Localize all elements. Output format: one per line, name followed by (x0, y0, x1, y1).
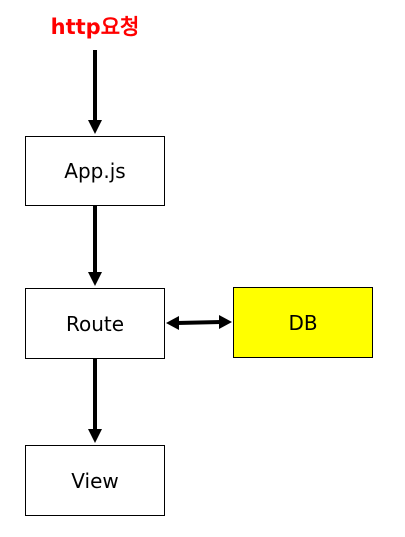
http-request-label: http요청 (50, 15, 140, 39)
arrow-head (88, 120, 102, 134)
route-box: Route (25, 288, 165, 359)
app-js-label: App.js (64, 159, 126, 183)
db-box: DB (233, 287, 373, 358)
app-js-box: App.js (25, 136, 165, 206)
arrow-request-to-app (88, 50, 102, 134)
db-label: DB (288, 310, 318, 335)
arrow-head (88, 429, 102, 443)
arrow-head-right (219, 315, 232, 329)
arrow-app-to-route (88, 206, 102, 286)
arrow-head (88, 272, 102, 286)
arrow-route-to-view (88, 359, 102, 443)
arrow-head-left (166, 316, 179, 330)
route-label: Route (65, 311, 125, 336)
view-label: View (71, 468, 119, 493)
arrow-route-db-bidirectional (166, 315, 232, 330)
arrow-shaft (176, 320, 222, 325)
view-box: View (25, 445, 165, 516)
